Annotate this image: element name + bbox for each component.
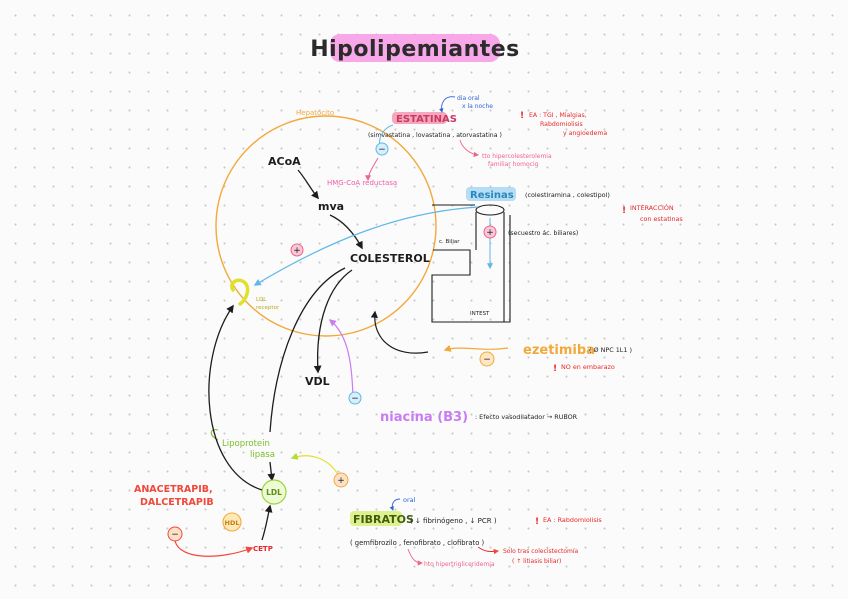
fibratos-line (290, 452, 341, 479)
intest-label: INTEST (470, 311, 490, 317)
niacina-minus-circle (348, 391, 362, 405)
lipoprotein-label-2: lipasa (250, 450, 275, 460)
fibratos-route-arrow (389, 498, 401, 511)
resinas-plus-sign: + (486, 228, 494, 238)
bile-duct-opening (475, 204, 505, 216)
estatinas-warn-icon: ! (520, 111, 524, 121)
fibratos-plus-circle (333, 472, 349, 488)
page-title: Hipolipemiantes (310, 37, 520, 62)
niacina-minus-sign: − (351, 394, 359, 404)
hdl-node-label: HDL (225, 519, 240, 527)
fibratos-use-1: hto hipertrigliceridemia (424, 561, 495, 568)
estatinas-minus-circle (375, 142, 389, 156)
lipoprotein-label-1: Lipoprotein (222, 439, 270, 449)
fibratos-plus-sign: + (337, 476, 345, 486)
arrow-acoa-mva (297, 169, 319, 200)
arrow-bile-to-receptor (253, 206, 479, 286)
niacina-line (328, 319, 354, 399)
ldl-node-circle (261, 479, 287, 505)
arrow-intest-return (370, 310, 429, 354)
estatinas-ea-2: Rabdomiolisis (540, 121, 583, 128)
ezetimiba-warn-icon: ! (553, 364, 557, 374)
estatinas-use-arrow (459, 139, 480, 158)
fibratos-use-2: Solo tras colecistectomía (503, 548, 579, 555)
cetp-label: CETP (253, 545, 273, 553)
fibratos-list: ( gemfibrozilo , fenofibrato , clofibrat… (350, 539, 485, 547)
estatinas-use-1: tto hipercolesterolemia (482, 153, 552, 160)
ldl-receptor-label-1: LDL (256, 297, 267, 303)
ezetimiba-note: ( Ø NPC 1L1 ) (589, 346, 632, 354)
resinas-warn-icon: ! (622, 206, 626, 216)
estatinas-dose-arrow (439, 96, 456, 113)
arrow-to-ldl (267, 461, 276, 482)
fibratos-use-arrow (407, 548, 424, 566)
fibratos-effect: ( ↓ fibrinógeno , ↓ PCR ) (410, 517, 497, 525)
resinas-list: (colestiramina , colestipol) (525, 191, 610, 199)
anacetrapib-name-2: DALCETRAPIB (140, 497, 214, 508)
anacetrapib-minus-sign: − (171, 530, 179, 540)
receptor-plus-circle (290, 243, 304, 257)
hepatocyte-label: Hepatocito (296, 109, 334, 117)
receptor-plus-sign: + (293, 246, 301, 256)
c-biliar-label: c. Biliar (439, 239, 460, 245)
fibratos-name: FIBRATOS (353, 513, 414, 526)
resinas-highlight (466, 187, 516, 201)
arrow-colesterol-lipoprotein (269, 267, 346, 433)
ldl-receptor-shape (230, 278, 250, 306)
bile-duct-tube (475, 212, 505, 322)
resinas-note: (secuestro ác. biliares) (508, 229, 578, 237)
niacina-name: niacina (B3) (380, 410, 468, 425)
hepatocyte-circle (215, 115, 437, 337)
fibratos-warn-icon: ! (535, 517, 539, 527)
resinas-warn-2: con estatinas (640, 215, 683, 223)
ezetimiba-minus-sign: − (483, 355, 491, 365)
fibratos-ea: EA : Rabdomiolisis (543, 516, 602, 524)
node-mva: mva (318, 200, 344, 213)
niacina-effect: : Efecto vasodilatador → RUBOR (475, 413, 578, 421)
ezetimiba-name: ezetimiba (523, 343, 595, 358)
estatinas-highlight (392, 112, 447, 124)
estatinas-ea-1: EA : TGI , Mialgias, (529, 112, 587, 119)
fibratos-highlight (350, 511, 402, 526)
enzyme-label: HMG-CoA reductasa (327, 179, 397, 187)
arrow-mva-colesterol (329, 214, 363, 250)
resinas-warn-1: INTERACCIÓN (630, 203, 674, 212)
title-highlight (330, 34, 500, 62)
ldl-node-label: LDL (266, 488, 282, 497)
ezetimiba-warn: NO en embarazo (561, 363, 615, 371)
estatinas-ea-3: y angioedema (563, 130, 607, 137)
fibratos-route: oral (403, 496, 416, 504)
fibratos-clofibrato-arrow (477, 546, 500, 555)
arrow-ldl-to-receptor (208, 304, 263, 491)
bile-duct (431, 204, 511, 323)
estatinas-list: (simvastatina , lovastatina , atorvastat… (368, 132, 502, 139)
hdl-node-circle (222, 512, 242, 532)
ezetimiba-line (443, 344, 509, 352)
fibratos-use-3: ( ↑ litiasis biliar) (512, 558, 561, 565)
resinas-name: Resinas (470, 190, 514, 201)
ldl-receptor-label-2: receptor (256, 305, 280, 311)
arrow-colesterol-vdl (313, 269, 353, 374)
estatinas-use-2: familiar homocig (488, 161, 539, 168)
resinas-plus-circle (483, 225, 497, 239)
node-colesterol: COLESTEROL (350, 252, 430, 265)
estatinas-dose-2: x la noche (462, 103, 493, 110)
arrow-hdl-to-ldl (261, 504, 273, 541)
anacetrapib-name-1: ANACETRAPIB, (134, 484, 213, 495)
ezetimiba-minus-circle (479, 351, 495, 367)
node-vdl: VDL (305, 375, 330, 388)
estatinas-minus-sign: − (378, 145, 386, 155)
estatinas-dose-1: dia oral (457, 95, 480, 102)
anacetrapib-line (174, 540, 254, 557)
estatinas-name: ESTATINAS (396, 114, 457, 125)
node-acoa: ACoA (268, 155, 301, 168)
estatinas-to-enzyme-arrow (365, 157, 379, 182)
